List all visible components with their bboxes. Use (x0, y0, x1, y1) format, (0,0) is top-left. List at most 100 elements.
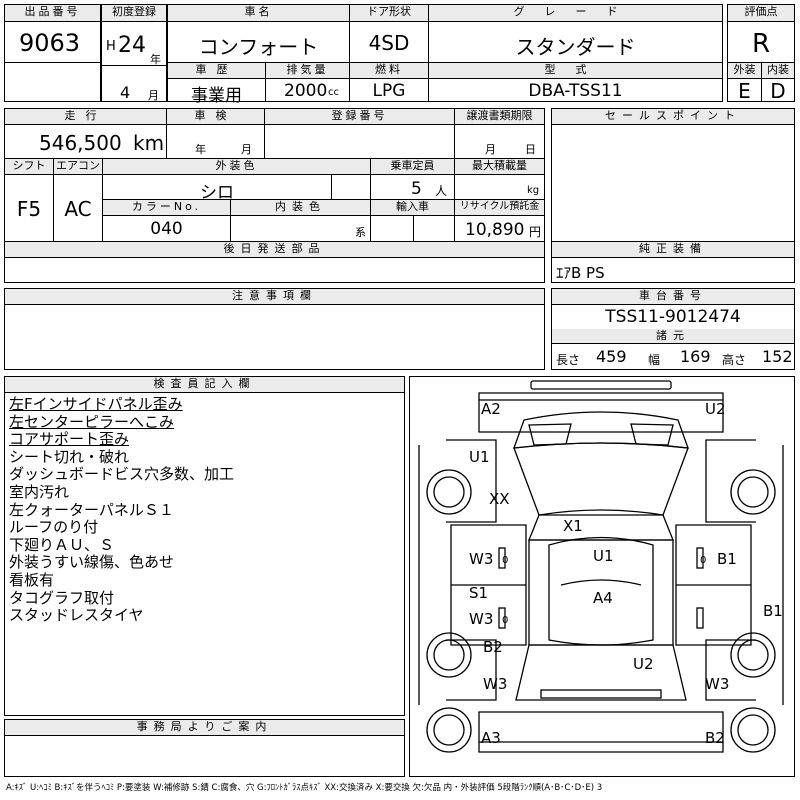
notes-label: 注意事項欄 (5, 289, 544, 305)
inspection-label: 車検 (167, 109, 264, 125)
era: H (106, 39, 116, 54)
damage-mark: B1 (717, 550, 737, 568)
mileage-label: 走行 (5, 109, 166, 125)
reg-month: 4 (120, 83, 131, 102)
color-box: 外装色 シロ (102, 158, 371, 203)
capacity-unit: 人 (435, 184, 448, 198)
inspector-line: 室内汚れ (9, 483, 70, 501)
inspector-box: 検査員記入欄 左Fインサイドパネル歪み左センターピラーへこみコアサポート歪みシー… (4, 376, 405, 716)
damage-mark: X1 (563, 517, 583, 535)
mileage-box: 走行 546,500 km (4, 108, 167, 159)
lot-number: 9063 (19, 29, 81, 57)
history-label: 車歴 (168, 63, 265, 79)
later-parts-label: 後日発送部品 (5, 242, 544, 258)
door-label: ドア形状 (350, 5, 428, 22)
inspector-line: 外装うすい線傷、色あせ (9, 553, 175, 572)
sales-point-label: セールスポイント (552, 109, 794, 125)
length-label: 長さ (556, 353, 581, 367)
damage-mark: U1 (593, 547, 614, 565)
displacement-label: 排気量 (266, 63, 349, 79)
damage-mark: U2 (633, 655, 654, 673)
damage-mark: W3 (469, 550, 493, 568)
mileage: 546,500 (39, 131, 122, 155)
door-handle-mark: 0 (700, 555, 706, 566)
equipment: ｴｱB PS (556, 264, 605, 282)
office-label: 事務局よりご案内 (5, 720, 404, 736)
inspection-box: 車検 年 月 (166, 108, 265, 159)
lot-box: 出品番号 9063 (4, 4, 101, 102)
ext-grade-box: 外装 E (727, 62, 762, 103)
height: 152 (762, 347, 793, 366)
capacity-label: 乗車定員 (371, 159, 454, 175)
grade-box: グレード スタンダード (428, 4, 723, 63)
int-grade-box: 内装 D (761, 62, 795, 103)
chassis-number: TSS11-9012474 (605, 307, 741, 327)
score-label: 評価点 (728, 5, 794, 22)
chassis-box: 車台番号 TSS11-9012474 諸元 長さ 459 幅 169 高さ 15… (551, 288, 795, 370)
door-type: 4SD (368, 31, 410, 55)
score: R (751, 29, 771, 59)
inspector-line: 左クォーターパネルＳ１ (9, 500, 174, 519)
inspector-line: 左センターピラーへこみ (9, 412, 175, 431)
load-box: 最大積載量 kg (454, 158, 545, 200)
inspector-notes: 左Fインサイドパネル歪み左センターピラーへこみコアサポート歪みシート切れ・破れダ… (9, 395, 401, 712)
shift-label: シフト (5, 159, 53, 175)
score-box: 評価点 R (727, 4, 795, 63)
import-box: 輸入車 (370, 199, 455, 242)
damage-mark: U1 (469, 448, 490, 466)
inspector-line: ルーフのり付 (9, 518, 99, 537)
transfer-month-unit: 月 (485, 143, 496, 156)
displacement: 2000 (284, 81, 328, 101)
grade: スタンダード (515, 35, 636, 59)
ac: AC (64, 197, 92, 221)
recycle-unit: 円 (529, 225, 542, 239)
inspection-year-unit: 年 (195, 143, 206, 156)
door-box: ドア形状 4SD (349, 4, 429, 63)
damage-mark: W3 (469, 610, 493, 628)
damage-mark: S1 (469, 584, 488, 602)
history-box: 車歴 事業用 (167, 62, 266, 106)
width: 169 (680, 347, 711, 366)
ext-label: 外装 (728, 63, 761, 79)
ext-grade: E (738, 79, 751, 103)
car-name-box: 車名 コンフォート (167, 4, 350, 63)
door-handle-mark: 0 (502, 555, 508, 566)
reg-no-label: 登録番号 (265, 109, 454, 125)
damage-mark: W3 (483, 675, 507, 693)
office-box: 事務局よりご案内 (4, 719, 405, 777)
color-no-box: カラーNo. 040 (102, 199, 231, 242)
int-label: 内装 (762, 63, 794, 79)
inspector-line: スタッドレスタイヤ (9, 606, 144, 625)
fuel-box: 燃料 LPG (349, 62, 429, 102)
transfer-day-unit: 日 (525, 143, 536, 156)
inspector-line: 左Fインサイドパネル歪み (9, 395, 183, 413)
shift-box: シフト F5 (4, 158, 54, 242)
car-name-label: 車名 (168, 5, 349, 22)
damage-mark: XX (489, 490, 510, 508)
equipment-box: 純正装備 ｴｱB PS (551, 241, 795, 283)
color: シロ (200, 183, 234, 203)
inspector-line: シート切れ・破れ (9, 447, 130, 466)
first-reg-label: 初度登録 (102, 5, 166, 22)
inspection-month-unit: 月 (241, 143, 252, 156)
first-registration-box: 初度登録 H 24 年 4 月 (101, 4, 167, 102)
car-name: コンフォート (198, 35, 319, 59)
length: 459 (596, 347, 627, 366)
door-handle-mark: 0 (502, 615, 508, 626)
inspector-line: ダッシュボードビス穴多数、加工 (9, 465, 235, 484)
damage-mark: A4 (593, 589, 613, 607)
transfer-doc-box: 譲渡書類期限 月 日 (454, 108, 545, 159)
damage-mark: A2 (481, 400, 501, 418)
inspector-line: タコグラフ取付 (9, 588, 115, 607)
mileage-unit: km (133, 131, 165, 155)
int-color-box: 内装色 系 (230, 199, 371, 242)
damage-mark: W3 (705, 675, 729, 693)
history: 事業用 (191, 86, 242, 106)
ac-box: エアコン AC (53, 158, 103, 242)
load-unit: kg (527, 185, 540, 196)
displacement-box: 排気量 2000 cc (265, 62, 350, 102)
damage-mark: A3 (481, 729, 501, 747)
displacement-unit: cc (328, 87, 339, 98)
reg-year: 24 (118, 33, 146, 58)
sales-point-box: セールスポイント (551, 108, 795, 242)
